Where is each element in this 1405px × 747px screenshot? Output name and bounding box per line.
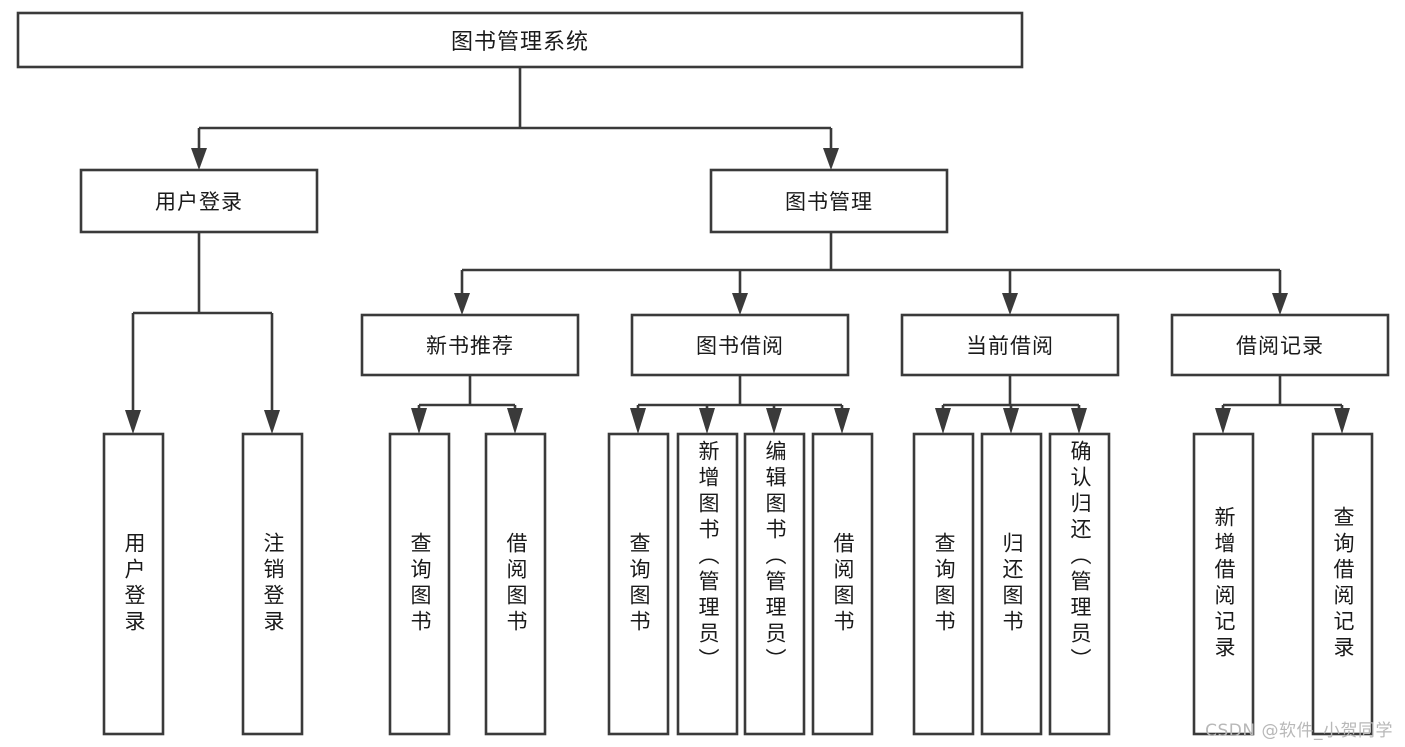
connectors-book-manage-to-level3 xyxy=(454,232,1288,315)
arrow-to-leaf-add-book xyxy=(699,408,715,434)
arrow-to-leaf-query-record xyxy=(1334,408,1350,434)
arrow-to-leaf-query-book-1 xyxy=(411,408,427,434)
node-box-leaf-query-book-2[interactable] xyxy=(607,432,670,736)
connectors-root-to-level2 xyxy=(191,67,839,170)
arrow-to-current-borrow xyxy=(1002,293,1018,315)
csdn-watermark: CSDN @软件_小贺同学 xyxy=(1205,721,1393,741)
node-box-leaf-add-record[interactable] xyxy=(1192,432,1255,736)
connectors-current-borrow-to-leaves xyxy=(935,375,1087,434)
arrow-to-leaf-confirm-return xyxy=(1071,408,1087,434)
node-box-leaf-borrow-book-1[interactable] xyxy=(484,432,547,736)
arrow-to-user-login xyxy=(191,148,207,170)
node-box-user-login[interactable] xyxy=(79,168,319,234)
node-box-book-borrow[interactable] xyxy=(630,313,850,377)
arrow-to-leaf-query-book-3 xyxy=(935,408,951,434)
node-box-leaf-confirm-return[interactable] xyxy=(1048,432,1111,736)
node-box-leaf-query-book-1[interactable] xyxy=(388,432,451,736)
arrow-to-borrow-record xyxy=(1272,293,1288,315)
node-box-root[interactable] xyxy=(16,11,1024,69)
connectors-new-book-recommend-to-leaves xyxy=(411,375,523,434)
arrow-to-book-manage xyxy=(823,148,839,170)
arrow-to-new-book-recommend xyxy=(454,293,470,315)
arrow-to-book-borrow xyxy=(732,293,748,315)
connectors-user-login-to-leaves xyxy=(125,232,280,434)
node-box-leaf-logout-login[interactable] xyxy=(241,432,304,736)
node-box-leaf-add-book[interactable] xyxy=(676,432,739,736)
arrow-to-leaf-query-book-2 xyxy=(630,408,646,434)
arrow-to-leaf-add-record xyxy=(1215,408,1231,434)
node-box-leaf-borrow-book-2[interactable] xyxy=(811,432,874,736)
arrow-to-leaf-logout-login xyxy=(264,410,280,434)
node-box-leaf-return-book[interactable] xyxy=(980,432,1043,736)
arrow-to-leaf-edit-book xyxy=(766,408,782,434)
node-box-book-manage[interactable] xyxy=(709,168,949,234)
node-box-leaf-query-book-3[interactable] xyxy=(912,432,975,736)
connectors-book-borrow-to-leaves xyxy=(630,375,850,434)
arrow-to-leaf-borrow-book-2 xyxy=(834,408,850,434)
node-box-new-book-recommend[interactable] xyxy=(360,313,580,377)
node-box-leaf-edit-book[interactable] xyxy=(743,432,806,736)
node-box-borrow-record[interactable] xyxy=(1170,313,1390,377)
arrow-to-leaf-user-login xyxy=(125,410,141,434)
connectors-borrow-record-to-leaves xyxy=(1215,375,1350,434)
node-box-leaf-user-login[interactable] xyxy=(102,432,165,736)
node-box-leaf-query-record[interactable] xyxy=(1311,432,1374,736)
arrow-to-leaf-return-book xyxy=(1003,408,1019,434)
arrow-to-leaf-borrow-book-1 xyxy=(507,408,523,434)
node-box-current-borrow[interactable] xyxy=(900,313,1120,377)
